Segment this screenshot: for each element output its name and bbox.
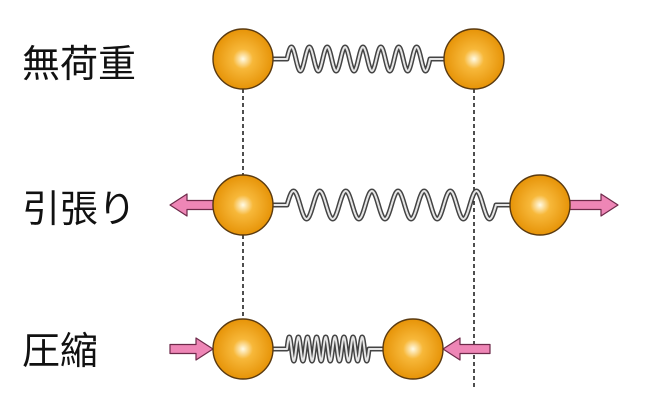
label-compression: 圧縮 [22, 329, 99, 373]
spring-highlight-0 [272, 46, 445, 72]
label-tension: 引張り [22, 187, 137, 231]
force-arrow-1-1 [569, 193, 619, 217]
ball-1-0 [212, 174, 274, 236]
spring-1 [270, 188, 513, 222]
spring-highlight-1 [272, 190, 511, 220]
balls [212, 28, 571, 380]
ball-0-1 [443, 28, 505, 90]
force-arrow-2-1 [442, 337, 491, 361]
ball-2-1 [382, 318, 444, 380]
label-no-load: 無荷重 [22, 42, 137, 86]
springs [270, 44, 513, 364]
ball-1-1 [509, 174, 571, 236]
guide-lines [242, 89, 475, 390]
spring-2 [270, 334, 386, 364]
force-arrow-1-0 [169, 193, 214, 217]
force-arrow-2-0 [169, 337, 214, 361]
spring-highlight-2 [272, 336, 384, 362]
spring-0 [270, 44, 447, 74]
ball-0-0 [212, 28, 274, 90]
ball-2-0 [212, 318, 274, 380]
force-arrows [169, 193, 619, 361]
